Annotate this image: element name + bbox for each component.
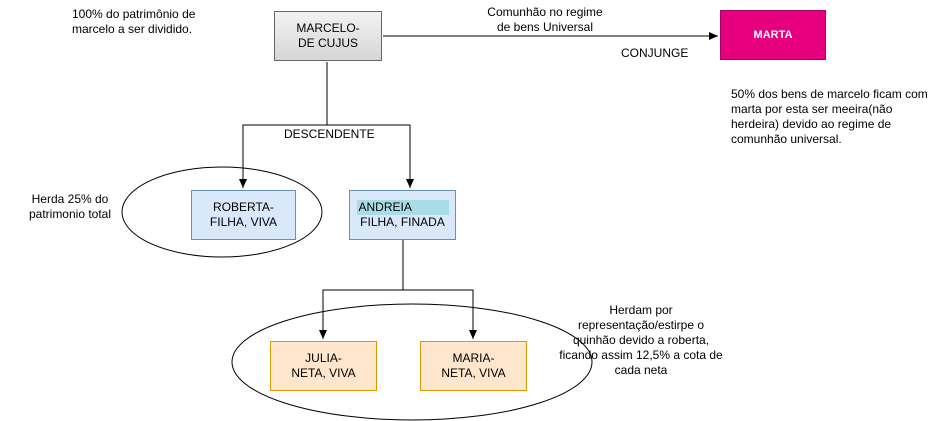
- note-grandchildren-share-line1: Herdam por: [609, 303, 673, 317]
- marcelo-line2: DE CUJUS: [297, 36, 358, 50]
- note-marta-share-line1: 50% dos bens de marcelo ficam com: [731, 87, 928, 101]
- note-total-estate: 100% do patrimônio de marcelo a ser divi…: [72, 7, 195, 37]
- note-marta-share-line2: marta por esta ser meeira(não: [731, 102, 893, 116]
- descendant-edge-julia: [319, 240, 404, 339]
- roberta-line2: FILHA, VIVA: [209, 215, 278, 229]
- note-marta-share-line4: comunhão universal.: [731, 132, 842, 146]
- marriage-label-line1: Comunhão no regime: [487, 5, 603, 19]
- note-roberta-share-line1: Herda 25% do: [31, 192, 109, 206]
- note-grandchildren-share-line3: quinhão devido a roberta,: [572, 333, 710, 347]
- andreia-node: ANDREIA FILHA, FINADA: [349, 190, 456, 240]
- marta-label: MARTA: [753, 28, 793, 41]
- grandchildren-ellipse: [231, 303, 593, 421]
- conjunge-label: CONJUNGE: [621, 46, 689, 60]
- marcelo-node: MARCELO- DE CUJUS: [274, 11, 382, 61]
- marta-node: MARTA: [720, 10, 826, 60]
- marriage-label: Comunhão no regime de bens Universal: [470, 5, 620, 35]
- note-total-estate-line2: marcelo a ser dividido.: [72, 22, 193, 36]
- maria-node: MARIA- NETA, VIVA: [420, 341, 527, 391]
- descendant-edge-andreia: [327, 124, 414, 188]
- descendant-edge-maria: [403, 289, 477, 339]
- note-grandchildren-share: Herdam por representação/estirpe o quinh…: [546, 303, 736, 378]
- maria-line1: MARIA-: [452, 351, 495, 365]
- marcelo-line1: MARCELO-: [296, 21, 360, 35]
- note-roberta-share: Herda 25% do patrimonio total: [15, 192, 125, 222]
- note-total-estate-line1: 100% do patrimônio de: [72, 7, 196, 21]
- andreia-line2: FILHA, FINADA: [360, 215, 445, 229]
- note-marta-share: 50% dos bens de marcelo ficam com marta …: [731, 87, 928, 147]
- maria-line2: NETA, VIVA: [441, 366, 506, 380]
- julia-line1: JULIA-: [305, 351, 342, 365]
- andreia-line1: ANDREIA: [356, 200, 449, 215]
- roberta-ellipse: [121, 166, 323, 258]
- roberta-line1: ROBERTA-: [213, 200, 274, 214]
- note-roberta-share-line2: patrimonio total: [28, 207, 112, 221]
- marriage-label-line2: de bens Universal: [496, 20, 594, 34]
- descendente-label: DESCENDENTE: [284, 127, 375, 141]
- descendant-edge-roberta: [239, 62, 328, 188]
- note-grandchildren-share-line5: cada neta: [614, 363, 668, 377]
- note-marta-share-line3: herdeira) devido ao regime de: [731, 117, 892, 131]
- julia-node: JULIA- NETA, VIVA: [270, 341, 377, 391]
- note-grandchildren-share-line2: representação/estirpe o: [577, 318, 705, 332]
- roberta-node: ROBERTA- FILHA, VIVA: [191, 190, 296, 240]
- note-grandchildren-share-line4: ficando assim 12,5% a cota de: [559, 348, 723, 362]
- julia-line2: NETA, VIVA: [291, 366, 356, 380]
